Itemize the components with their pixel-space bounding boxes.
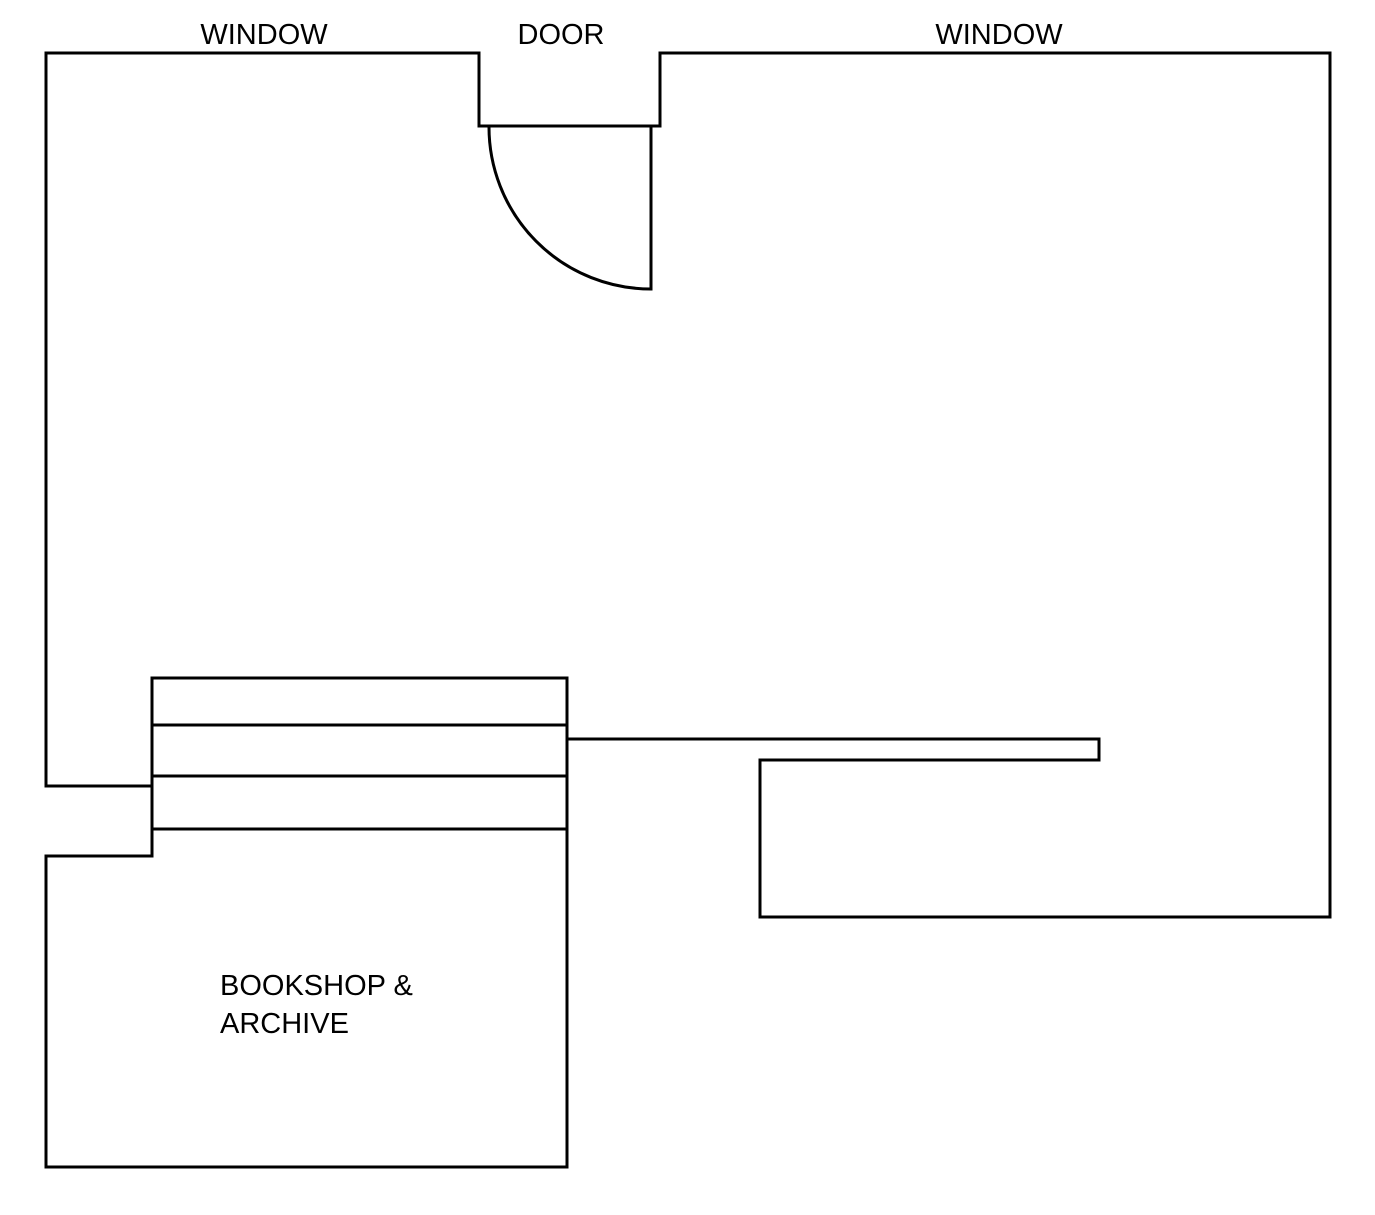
door-swing-arc: [487, 124, 653, 291]
outer-wall: [44, 51, 1332, 919]
window-label-right: WINDOW: [935, 19, 1063, 51]
window-label-left: WINDOW: [200, 19, 328, 51]
door-label: DOOR: [518, 19, 605, 51]
staircase: [150, 676, 569, 831]
room-label-line1: BOOKSHOP &: [220, 970, 413, 1002]
bookshop-archive-room: [44, 827, 569, 1169]
room-label-line2: ARCHIVE: [220, 1008, 349, 1040]
